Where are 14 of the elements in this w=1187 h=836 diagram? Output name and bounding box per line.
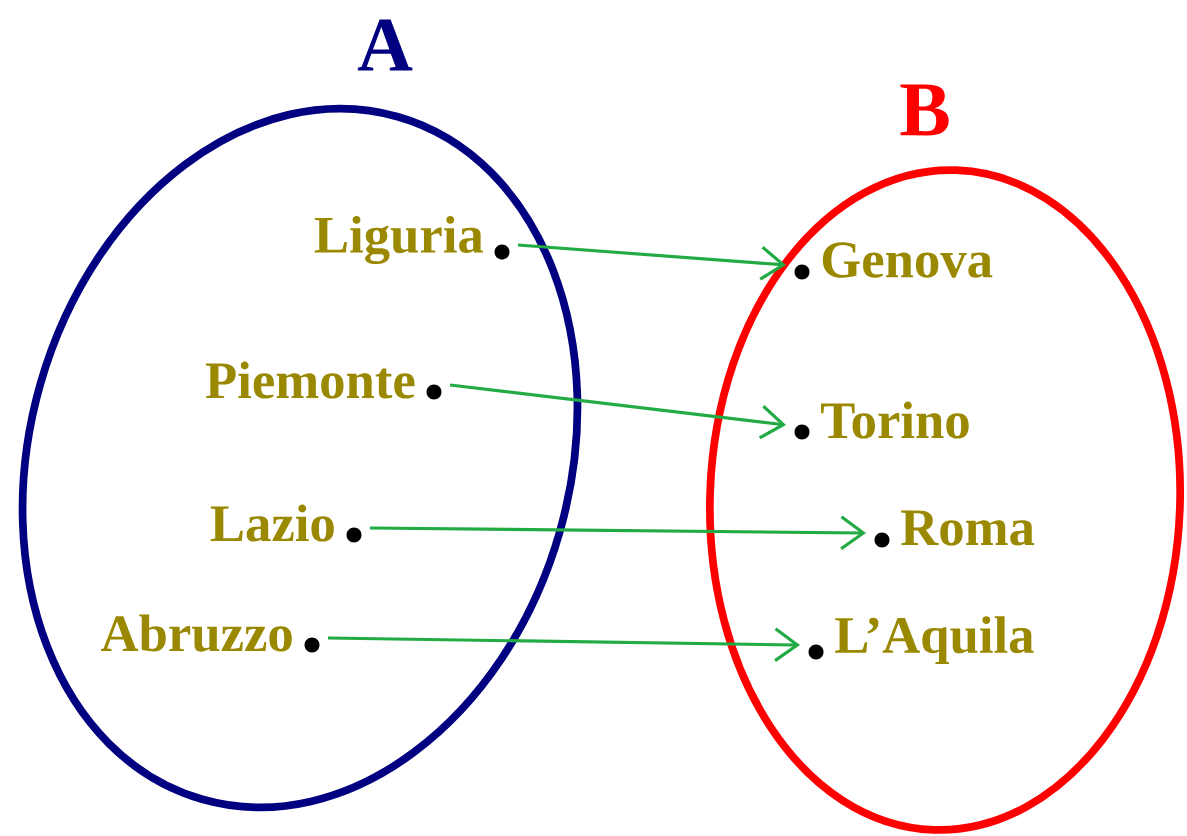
arrow xyxy=(370,515,866,551)
arrow xyxy=(449,383,786,440)
set-name: B xyxy=(900,84,949,136)
arrow xyxy=(517,243,786,281)
arrow xyxy=(327,627,800,662)
element-label: Liguria xyxy=(314,215,484,265)
element-label: Roma xyxy=(901,510,1035,546)
element-label: Lazio xyxy=(210,504,334,542)
element-label: Piemonte xyxy=(205,361,415,399)
element-label: Abruzzo xyxy=(101,614,292,652)
element-label: Torino xyxy=(821,401,969,439)
element-label: Genova xyxy=(822,242,993,278)
set-name: A xyxy=(357,19,413,71)
element-label: L’Aquila xyxy=(835,616,1034,664)
